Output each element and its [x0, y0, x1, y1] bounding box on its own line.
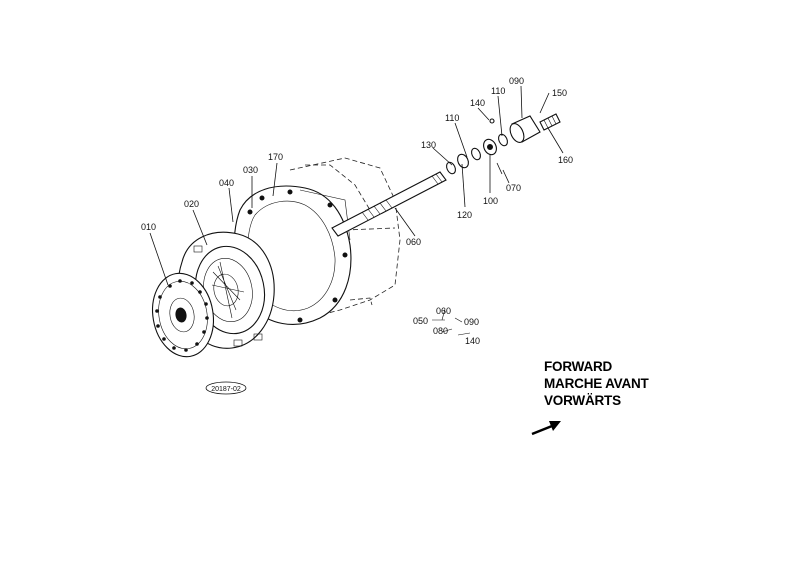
coupling-sleeve — [509, 113, 561, 143]
callout-020: 020 — [184, 199, 199, 209]
callout-120: 120 — [457, 210, 472, 220]
callout-040: 040 — [219, 178, 234, 188]
callout-100: 100 — [483, 196, 498, 206]
callout-080: 080 — [433, 326, 448, 336]
callout-090: 090 — [509, 76, 524, 86]
direction-marche-avant: MARCHE AVANT — [544, 376, 650, 391]
callout-130: 130 — [421, 140, 436, 150]
main-shaft — [331, 171, 447, 237]
direction-forward: FORWARD — [544, 359, 613, 374]
direction-block: FORWARD MARCHE AVANT VORWÄRTS — [544, 359, 650, 408]
callout-060: 060 — [406, 237, 421, 247]
callout-030: 030 — [243, 165, 258, 175]
callout-110-left: 110 — [445, 113, 459, 123]
callout-010: 010 — [141, 222, 156, 232]
callout-140: 140 — [470, 98, 485, 108]
callout-150: 150 — [552, 88, 567, 98]
callout-090-kit: 090 — [464, 317, 479, 327]
callout-110-right: 110 — [491, 86, 505, 96]
shaft-small-parts — [446, 118, 508, 175]
callout-070: 070 — [506, 183, 521, 193]
callout-060-kit: 060 — [436, 306, 451, 316]
figure-code: 20187-02 — [211, 386, 241, 393]
callout-140-kit: 140 — [465, 336, 480, 346]
direction-vorwarts: VORWÄRTS — [544, 393, 621, 408]
callout-160: 160 — [558, 155, 573, 165]
callout-170: 170 — [268, 152, 283, 162]
forward-arrow-icon — [531, 421, 561, 436]
callout-labels: 010 020 040 030 170 130 110 140 110 090 … — [141, 76, 573, 346]
callout-050: 050 — [413, 316, 428, 326]
clutch-disc — [152, 272, 214, 358]
figure-code-badge: 20187-02 — [205, 381, 247, 395]
transmission-case-outline — [289, 157, 401, 321]
leader-lines — [149, 85, 564, 336]
